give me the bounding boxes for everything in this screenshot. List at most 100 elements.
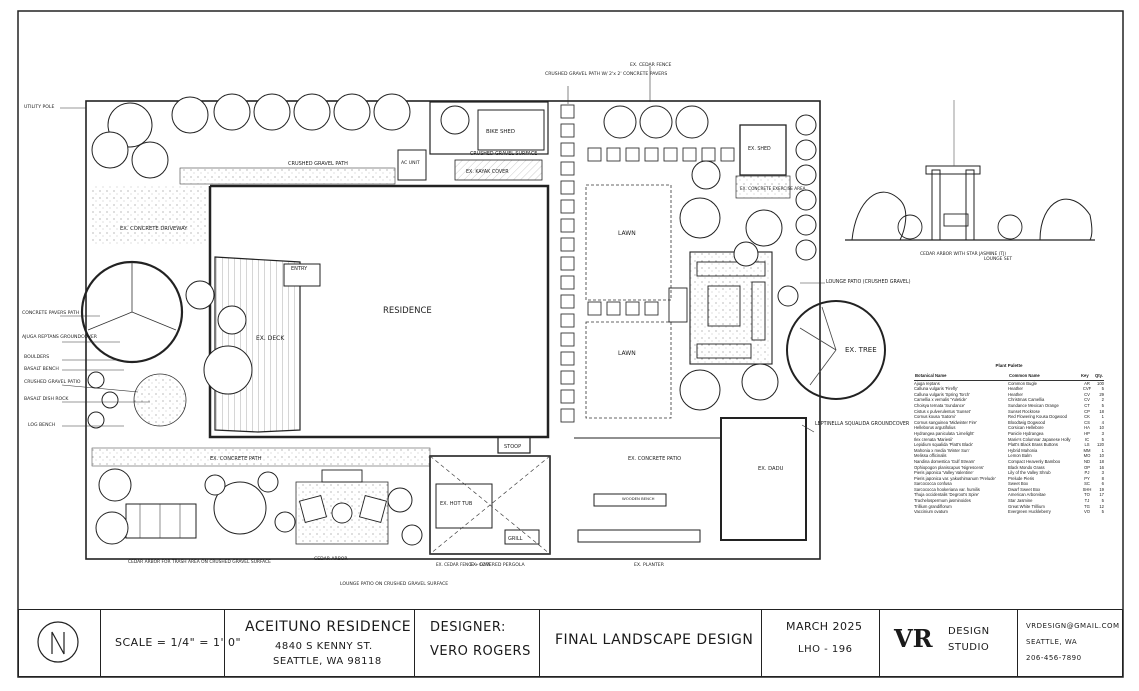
palette-key: CV [1084,397,1090,403]
palette-common: Dwarf Sweet Box [1008,486,1041,492]
palette-common: Christmas Camellia [1008,397,1045,403]
palette-common: Heather [1008,386,1023,392]
palette-qty: 5 [1101,386,1104,392]
label-elev-lounge: LOUNGE SET [984,256,1012,262]
label-pergola: EX. COVERED PERGOLA [470,562,526,568]
plant-palette-table: Botanical Name Common Name Key Qty. Ajug… [914,372,1104,515]
plant-palette-title: Plant Palette [995,363,1023,368]
label-elev-arbor: CEDAR ARBOR WITH STAR JASMINE (TJ) [920,251,1006,257]
label-cedar-fence-gate: EX. CEDAR FENCE + GATE [436,562,491,567]
palette-common: Heather [1008,391,1023,397]
palette-botanical: Vaccinium ovatum [914,509,948,515]
palette-row: Lepidium squalida 'Platt's Black' Platt's… [914,442,1104,448]
palette-qty: 5 [1101,402,1104,408]
palette-botanical: Sarcococca confusa [914,481,952,487]
palette-qty: 4 [1101,419,1104,425]
palette-botanical: Sarcococca hookeriana var. humilis [914,486,980,492]
label-gravel-path-top: CRUSHED GRAVEL PATH [288,161,348,167]
label-conc-pavers: CONCRETE PAVERS PATH [22,310,79,316]
contact-city: SEATTLE, WA [1026,638,1078,646]
palette-row: Sarcococca hookeriana var. humilis Dwarf … [914,487,1104,493]
palette-common: Black Mondo Grass [1008,464,1045,470]
palette-key: CVF [1082,386,1092,392]
palette-qty: 1 [1101,414,1104,420]
palette-row: Camellia x vernalis 'Yuletide' Christmas … [914,397,1104,403]
palette-botanical: Trachelospermum jasminoides [914,498,971,504]
palette-qty: 19 [1099,486,1104,492]
palette-botanical: Helleborus argutifolius [914,425,956,431]
label-ac-unit: AC UNIT [401,160,420,166]
palette-botanical: Ajuga reptans [914,380,940,386]
label-hot-tub: EX. HOT TUB [440,501,473,507]
address-line2: SEATTLE, WA 98118 [273,656,382,667]
palette-common: Compact Heavenly Bamboo [1008,458,1061,464]
palette-key: CP [1084,408,1090,414]
palette-botanical: Pieris japonica 'Valley Valentine' [914,470,974,476]
palette-key: MM [1083,447,1091,453]
palette-qty: 8 [1101,475,1104,481]
palette-botanical: Choisya ternata 'Sundance' [914,402,965,408]
palette-botanical: Pieris japonica var. yakushimanum 'Prelu… [914,475,996,481]
palette-qty: 1 [1101,447,1104,453]
palette-common: Platt's Black Brass Buttons [1008,442,1058,448]
label-residence: RESIDENCE [383,306,432,316]
label-cedar-fence-top: EX. CEDAR FENCE [630,62,672,68]
palette-qty: 18 [1099,408,1104,414]
deck [214,256,321,433]
palette-botanical: Thuja occidentalis 'Degroot's Spire' [914,492,980,498]
palette-qty: 2 [1101,397,1104,403]
palette-botanical: Melissa officinalis [914,453,947,459]
title-block: N SCALE = 1/4" = 1' 0" ACEITUNO RESIDENC… [18,609,1123,677]
label-kayak: EX. KAYAK COVER [466,169,509,175]
label-adu: EX. DADU [758,466,784,472]
label-exercise: EX. CONCRETE EXERCISE AREA [740,186,806,191]
label-entry: ENTRY [291,266,308,272]
label-basalt-bench: BASALT BENCH [24,366,59,372]
palette-botanical: Camellia x vernalis 'Yuletide' [914,397,967,403]
scale-cell: SCALE = 1/4" = 1' 0" [101,610,241,676]
palette-row: Nandina domestica 'Gulf Stream' Compact H… [914,459,1104,465]
existing-tree [786,300,886,400]
label-conc-path: EX. CONCRETE PATH [210,456,262,462]
north-arrow-icon [37,621,79,663]
date-text: MARCH 2025 [786,620,863,633]
studio-cell: VR DESIGN STUDIO [880,610,1018,676]
palette-common: Sunset Rockrose [1008,408,1040,414]
palette-row: Choisya ternata 'Sundance'Sundance Mexic… [914,403,1104,409]
palette-common: Bloodtwig Dogwood [1008,419,1046,425]
palette-qty: 29 [1099,391,1104,397]
palette-common: Lemon Balm [1008,453,1032,459]
palette-botanical: Lepidium squalida 'Platt's Black' [914,442,974,448]
palette-botanical: Nandina domestica 'Gulf Stream' [914,458,975,464]
label-arbor-trash: CEDAR ARBOR FOR TRASH AREA ON CRUSHED GR… [128,559,271,565]
palette-qty: 17 [1099,492,1104,498]
palette-qty: 16 [1099,464,1104,470]
palette-key: TO [1084,492,1090,498]
palette-common: Common Bugle [1008,380,1037,386]
project-cell: ACEITUNO RESIDENCE 4840 S KENNY ST. SEAT… [225,610,415,676]
palette-botanical: Hydrangea paniculata 'Limelight' [914,430,975,436]
designer-label: DESIGNER: [430,620,506,635]
label-shed: EX. SHED [748,146,771,152]
palette-key: MO [1083,453,1091,459]
label-lawn2: LAWN [618,350,636,357]
palette-qty: 120 [1097,442,1104,448]
palette-row: Ophiopogon planiscapus 'Nigrescens'Black… [914,465,1104,471]
palette-row: Cistus x pulverulentus 'Sunset'Sunset Ro… [914,409,1104,415]
palette-common: Hybrid Mahonia [1008,447,1038,453]
palette-row: Cornus sanguinea 'Midwinter Fire'Bloodtw… [914,420,1104,426]
studio-line2: STUDIO [948,642,990,653]
palette-qty: 12 [1099,503,1104,509]
palette-key: CV [1084,391,1090,397]
studio-line1: DESIGN [948,626,990,637]
palette-key: CT [1084,402,1090,408]
palette-key: PJ [1084,470,1090,476]
palette-qty: 18 [1099,458,1104,464]
label-stoop: STOOP [504,444,521,450]
label-driveway: EX. CONCRETE DRIVEWAY [120,226,188,232]
residence-footprint [208,184,550,439]
